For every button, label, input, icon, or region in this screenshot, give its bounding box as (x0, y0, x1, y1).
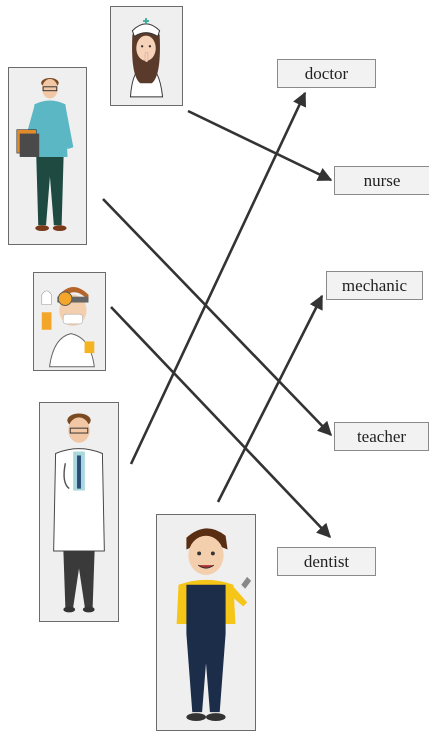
label-mechanic: mechanic (326, 271, 423, 300)
doctor-picture-card (39, 402, 119, 622)
teacher-illustration (16, 78, 74, 232)
arrow-dentist-to-dentist (110, 306, 331, 539)
dentist-picture-card (33, 272, 106, 371)
doctor-illustration (53, 413, 105, 613)
mechanic-illustration (176, 528, 252, 721)
arrow-nurse-to-nurse (187, 109, 333, 182)
label-nurse: nurse (334, 166, 429, 195)
label-teacher: teacher (334, 422, 429, 451)
teacher-picture-card (8, 67, 87, 245)
label-doctor: doctor (277, 59, 376, 88)
dentist-illustration (41, 286, 95, 368)
mechanic-picture-card (156, 514, 256, 731)
label-dentist: dentist (277, 547, 376, 576)
arrow-teacher-to-teacher (102, 198, 332, 437)
nurse-picture-card (110, 6, 183, 106)
nurse-illustration (129, 18, 164, 98)
arrow-doctor-to-doctor (129, 91, 307, 465)
arrow-mechanic-to-mechanic (216, 294, 324, 503)
